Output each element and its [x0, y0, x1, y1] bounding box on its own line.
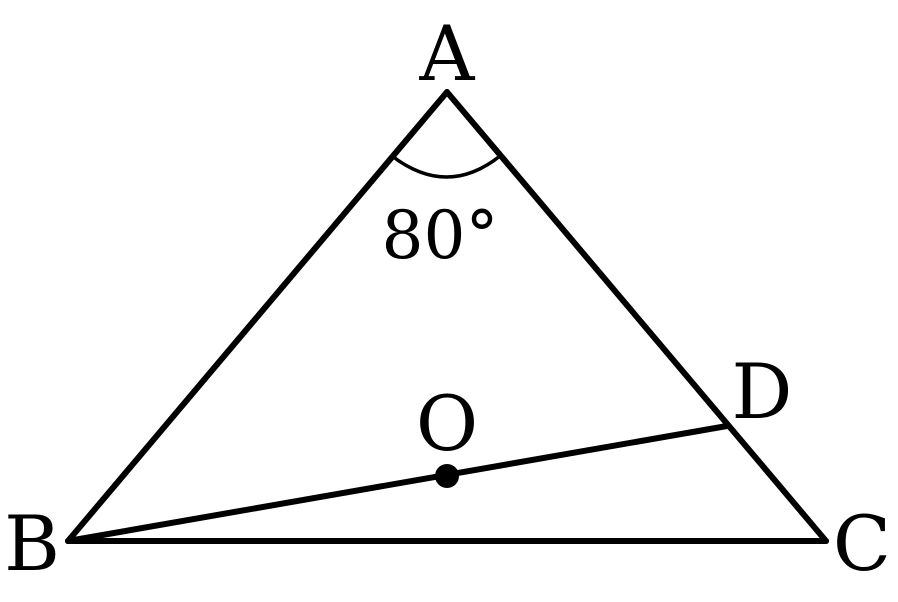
- label-B: B: [4, 499, 60, 588]
- angle-label-A: 80°: [382, 197, 499, 274]
- label-D: D: [732, 347, 793, 436]
- label-C: C: [833, 499, 891, 588]
- label-A: A: [419, 9, 476, 98]
- side-AB: [65, 89, 450, 544]
- segment-BD: [65, 423, 730, 544]
- angle-arc-A: [390, 154, 502, 179]
- label-O: O: [416, 379, 478, 468]
- point-O-dot: [435, 464, 459, 488]
- side-AC: [444, 89, 829, 544]
